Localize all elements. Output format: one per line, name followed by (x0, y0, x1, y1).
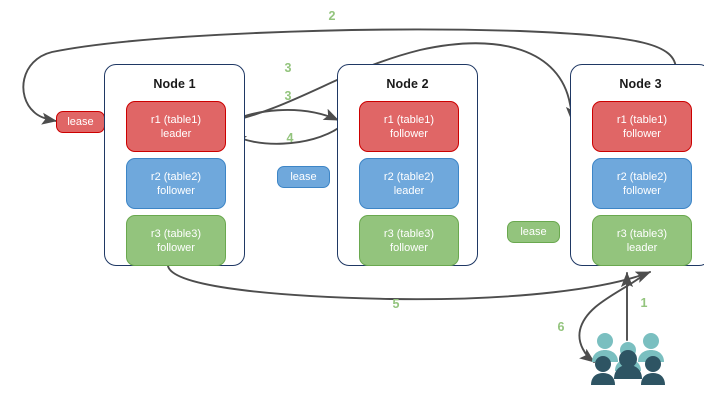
edge-label-5: 5 (392, 297, 400, 311)
replica-role: follower (157, 184, 195, 197)
replica-role: follower (390, 241, 428, 254)
node-title: Node 3 (619, 77, 662, 91)
replica-role: leader (393, 184, 425, 197)
edge-2-node3-to-lease-r1 (22, 28, 677, 125)
replica-role: leader (160, 127, 192, 140)
replica-role: follower (623, 127, 661, 140)
edge-5-node1-to-node3 (167, 265, 652, 301)
node-box-node1[interactable]: Node 1 r1 (table1) leader r2 (table2) fo… (104, 64, 245, 266)
node-title: Node 2 (386, 77, 429, 91)
lease-label: lease (290, 171, 317, 183)
replica-name: r2 (table2) (383, 170, 435, 183)
replica-n1r3[interactable]: r3 (table3) follower (126, 215, 226, 266)
lease-box-r1[interactable]: lease (56, 111, 105, 133)
replica-name: r2 (table2) (150, 170, 202, 183)
replica-n3r3[interactable]: r3 (table3) leader (592, 215, 692, 266)
replica-n1r2[interactable]: r2 (table2) follower (126, 158, 226, 209)
edge-6-node3-to-users (578, 273, 646, 363)
replica-name: r3 (table3) (150, 227, 202, 240)
edge-label-4: 4 (286, 131, 294, 145)
replica-n3r1[interactable]: r1 (table1) follower (592, 101, 692, 152)
edge-label-6: 6 (557, 320, 565, 334)
replica-name: r1 (table1) (150, 113, 202, 126)
replica-role: follower (157, 241, 195, 254)
replica-n1r1[interactable]: r1 (table1) leader (126, 101, 226, 152)
lease-box-r3[interactable]: lease (507, 221, 560, 243)
replica-name: r3 (table3) (616, 227, 668, 240)
node-title: Node 1 (153, 77, 196, 91)
replica-n2r3[interactable]: r3 (table3) follower (359, 215, 459, 266)
users-group-icon[interactable] (590, 332, 666, 388)
replica-name: r1 (table1) (383, 113, 435, 126)
replica-n2r2[interactable]: r2 (table2) leader (359, 158, 459, 209)
lease-label: lease (67, 116, 94, 128)
edge-label-2: 2 (328, 9, 336, 23)
replica-role: leader (626, 241, 658, 254)
edge-label-3-upper: 3 (284, 61, 292, 75)
node-box-node3[interactable]: Node 3 r1 (table1) follower r2 (table2) … (570, 64, 704, 266)
users-front-row (591, 350, 665, 385)
replica-n2r1[interactable]: r1 (table1) follower (359, 101, 459, 152)
lease-box-r2[interactable]: lease (277, 166, 330, 188)
edge-label-3-lower: 3 (284, 89, 292, 103)
replica-n3r2[interactable]: r2 (table2) follower (592, 158, 692, 209)
replica-role: follower (390, 127, 428, 140)
replica-name: r3 (table3) (383, 227, 435, 240)
replica-name: r1 (table1) (616, 113, 668, 126)
lease-label: lease (520, 226, 547, 238)
replica-role: follower (623, 184, 661, 197)
replica-name: r2 (table2) (616, 170, 668, 183)
node-box-node2[interactable]: Node 2 r1 (table1) follower r2 (table2) … (337, 64, 478, 266)
edge-label-1: 1 (640, 296, 648, 310)
